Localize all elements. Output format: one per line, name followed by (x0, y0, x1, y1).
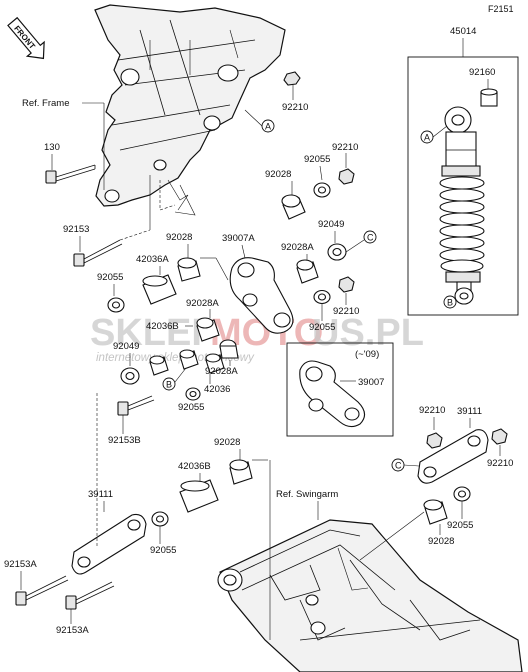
watermark-brand-right: US.PL (312, 312, 424, 354)
label-92055-c: 92055 (97, 272, 123, 283)
label-39007A: 39007A (222, 233, 255, 244)
watermark-brand-left: SKLEP (90, 312, 217, 354)
label-92055-e: 92055 (150, 545, 176, 556)
pre-2009-box (286, 342, 394, 437)
collar-92028-c (229, 459, 253, 485)
label-92153A-a: 92153A (4, 559, 37, 570)
collar-92028-b (177, 257, 201, 282)
front-arrow-icon: FRONT (7, 16, 45, 60)
label-92055-a: 92055 (304, 154, 330, 165)
nut-92210-b (338, 276, 355, 293)
label-130: 130 (44, 142, 60, 153)
bolt-92153A-a (15, 575, 69, 606)
label-92028A-c: 92028A (205, 366, 238, 377)
label-92055-f: 92055 (447, 520, 473, 531)
bolt-92153 (73, 239, 123, 267)
nut-92210-d (491, 428, 508, 445)
label-92049-b: 92049 (113, 341, 139, 352)
label-39007: 39007 (358, 377, 384, 388)
label-42036A: 42036A (136, 254, 169, 265)
callout-a-frame-text: A (265, 122, 271, 132)
callout-c-upper-text: C (367, 233, 374, 243)
label-92028-d: 92028 (428, 536, 454, 547)
label-ref-swingarm: Ref. Swingarm (276, 489, 338, 500)
callout-b-shock-text: B (447, 298, 453, 308)
rocker-arm-39007 (299, 360, 366, 428)
callout-b-lower (162, 377, 176, 391)
tie-rod-39111-a (417, 429, 489, 484)
label-92210-b: 92210 (333, 306, 359, 317)
label-92028A-b: 92028A (186, 298, 219, 309)
label-09: (~'09) (355, 349, 379, 360)
label-92028A-a: 92028A (281, 242, 314, 253)
label-42036B-a: 42036B (146, 321, 179, 332)
label-92153: 92153 (63, 224, 89, 235)
sleeve-42036A (142, 274, 177, 305)
label-92055-d: 92055 (178, 402, 204, 413)
label-92028-b: 92028 (166, 232, 192, 243)
shock-absorber (439, 106, 485, 305)
collar-92028-d (423, 499, 448, 525)
callout-b-lower-text: B (166, 380, 172, 390)
label-42036: 42036 (204, 384, 230, 395)
bolt-92153A-b (65, 581, 115, 610)
callout-c-lower-text: C (395, 461, 402, 471)
nut-92210-top (283, 71, 301, 100)
figure-code: F2151 (488, 4, 514, 14)
label-39111-a: 39111 (457, 406, 482, 417)
label-42036B-b: 42036B (178, 461, 211, 472)
label-92028-c: 92028 (214, 437, 240, 448)
shock-spring (439, 176, 485, 273)
swingarm-illustration (217, 460, 523, 672)
frame-illustration (94, 4, 286, 211)
label-45014: 45014 (450, 26, 476, 37)
collar-row-center (149, 349, 225, 376)
label-92160: 92160 (469, 67, 495, 78)
tie-rod-39111-b (71, 513, 147, 575)
collar-92028-a (281, 194, 306, 220)
callout-a-shock-text: A (424, 133, 430, 143)
bushing-92160 (480, 88, 498, 107)
nut-92210-a (338, 168, 355, 185)
label-92028-a: 92028 (265, 169, 291, 180)
rocker-arm-39007A (229, 257, 294, 334)
label-ref-frame: Ref. Frame (22, 98, 70, 109)
label-92049-a: 92049 (318, 219, 344, 230)
label-92210-a: 92210 (332, 142, 358, 153)
bolt-130 (45, 164, 96, 184)
label-39111-b: 39111 (88, 489, 113, 500)
label-92210-c: 92210 (419, 405, 445, 416)
callout-b-shock (443, 295, 457, 309)
label-92153A-b: 92153A (56, 625, 89, 636)
collar-92028A-a (296, 259, 319, 284)
nut-92210-c (426, 432, 443, 449)
label-92153B: 92153B (108, 435, 141, 446)
label-92055-b: 92055 (309, 322, 335, 333)
sleeve-42036B-b (179, 479, 219, 513)
label-92210-d: 92210 (487, 458, 513, 469)
bolt-92153B (117, 395, 155, 416)
callout-c-upper (363, 230, 377, 244)
label-92210-top: 92210 (282, 102, 308, 113)
collar-92028A-b (196, 317, 220, 342)
